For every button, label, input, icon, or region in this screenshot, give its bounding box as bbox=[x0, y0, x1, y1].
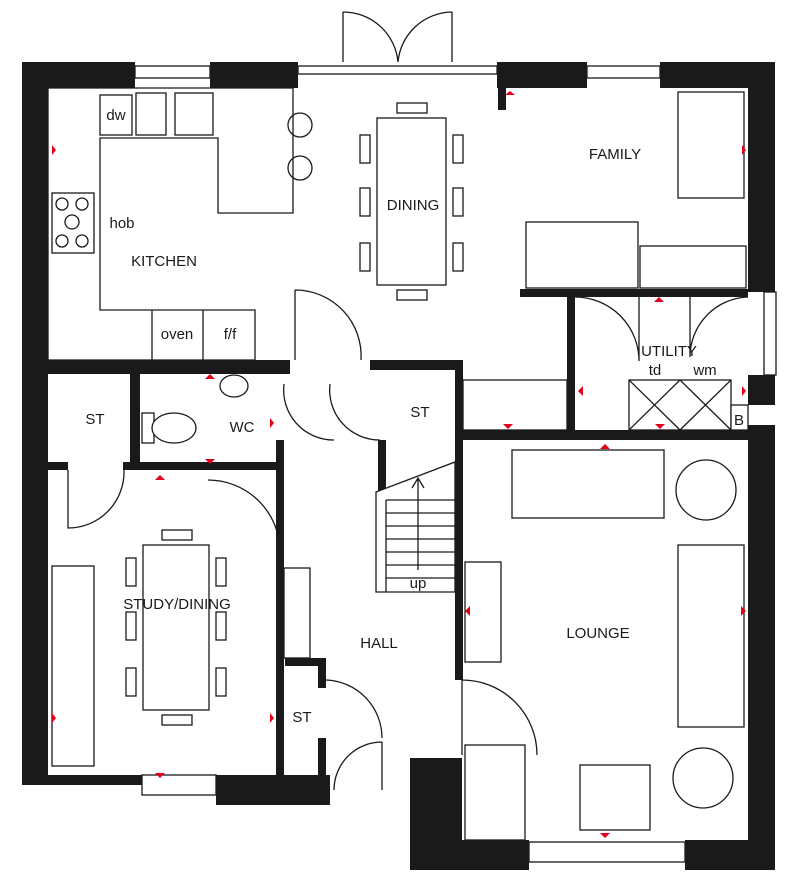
wc-fixtures bbox=[141, 374, 381, 444]
patio-doors[interactable] bbox=[342, 11, 453, 63]
tumble-dryer-label: td bbox=[649, 362, 662, 379]
washing-machine-label: wm bbox=[692, 362, 716, 379]
dining-table bbox=[359, 102, 464, 301]
hob-label: hob bbox=[109, 215, 134, 232]
windows bbox=[134, 65, 777, 863]
interior-walls bbox=[48, 88, 748, 778]
fridge-freezer-label: f/f bbox=[224, 326, 237, 343]
lounge-furniture bbox=[464, 449, 745, 841]
dishwasher-label: dw bbox=[106, 107, 125, 124]
room-label-hall: HALL bbox=[360, 635, 398, 652]
room-label-st-left: ST bbox=[85, 411, 104, 428]
room-label-lounge: LOUNGE bbox=[566, 625, 629, 642]
oven-label: oven bbox=[161, 326, 194, 343]
room-label-dining: DINING bbox=[387, 197, 440, 214]
boiler-label: B bbox=[734, 412, 744, 429]
room-label-study-dining: STUDY/DINING bbox=[123, 596, 231, 613]
doors[interactable] bbox=[67, 289, 538, 791]
room-label-family: FAMILY bbox=[589, 146, 641, 163]
room-label-wc: WC bbox=[230, 419, 255, 436]
room-label-st-hall: ST bbox=[292, 709, 311, 726]
outer-walls bbox=[22, 62, 775, 870]
utility-units bbox=[462, 296, 749, 431]
kitchen-units bbox=[47, 87, 313, 361]
room-label-utility: UTILITY bbox=[641, 343, 697, 360]
family-sofas bbox=[525, 91, 747, 289]
study-furniture bbox=[51, 529, 311, 767]
room-label-st-stair: ST bbox=[410, 404, 429, 421]
stairs-up-label: up bbox=[410, 575, 427, 592]
staircase[interactable] bbox=[375, 461, 456, 593]
electrical-markers bbox=[52, 91, 746, 838]
room-label-kitchen: KITCHEN bbox=[131, 253, 197, 270]
